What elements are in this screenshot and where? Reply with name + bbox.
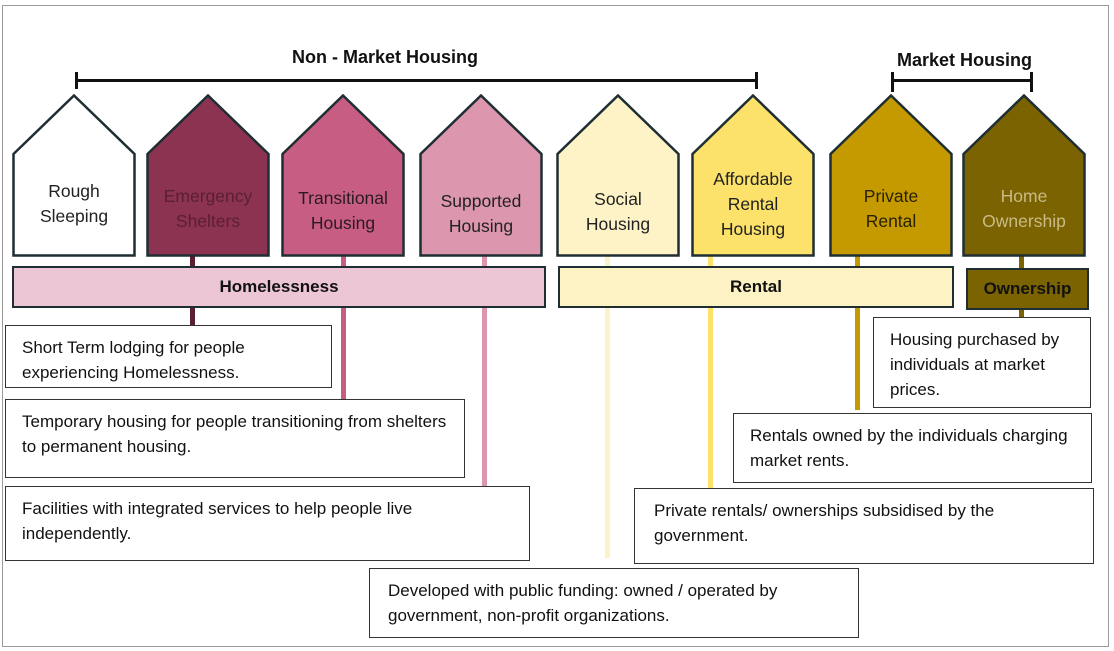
house-shape [146,94,270,257]
non-market-housing-title: Non - Market Housing [292,47,479,67]
stem-supported [482,255,487,487]
desc-short-term-lodging: Short Term lodging for people experienci… [5,325,332,388]
non-market-bracket-left-tick [75,72,78,89]
non-market-bracket-right-tick [755,72,758,89]
house-shape [691,94,815,257]
house-shape [962,94,1086,257]
market-housing-title: Market Housing [897,50,1033,70]
market-bracket [892,79,1033,82]
desc-market-prices: Housing purchased by individuals at mark… [873,317,1091,408]
band-rental: Rental [558,266,954,308]
house-shape [12,94,136,257]
stem-affordable [708,255,713,488]
house-shape [419,94,543,257]
house-shape [556,94,680,257]
market-bracket-right-tick [1030,72,1033,92]
desc-subsidised-rentals: Private rentals/ ownerships subsidised b… [634,488,1094,564]
diagram-frame [2,5,1109,647]
stem-social [605,255,610,558]
desc-market-rents: Rentals owned by the individuals chargin… [733,413,1092,483]
band-homelessness: Homelessness [12,266,546,308]
non-market-bracket [76,79,758,82]
house-shape [829,94,953,257]
desc-integrated-services: Facilities with integrated services to h… [5,486,530,561]
stem-private [855,255,860,410]
band-ownership: Ownership [966,268,1089,310]
stem-transitional [341,255,346,401]
desc-temporary-housing: Temporary housing for people transitioni… [5,399,465,478]
desc-public-funding: Developed with public funding: owned / o… [369,568,859,638]
market-bracket-left-tick [891,72,894,92]
house-shape [281,94,405,257]
